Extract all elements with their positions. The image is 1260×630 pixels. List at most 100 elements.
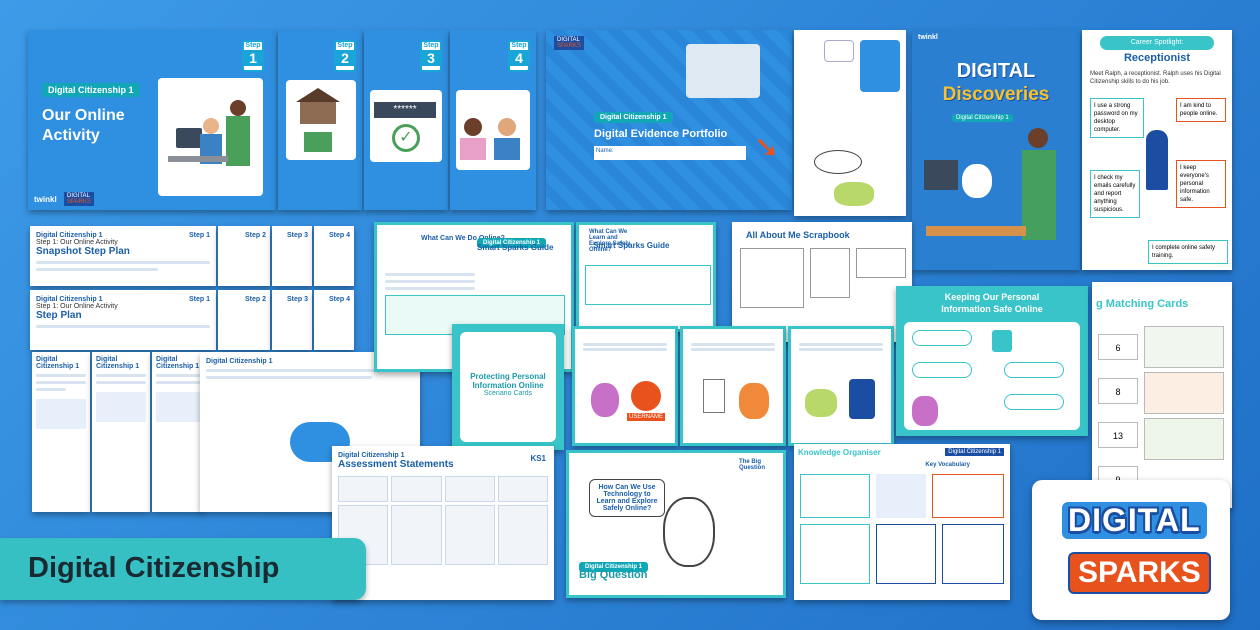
assessment-statements: Digital Citizenship 1 Assessment Stateme… [332,446,554,600]
ko-label: Digital Citizenship 1 [945,448,1004,456]
portfolio-name-field: Name: [594,146,746,160]
robot-character [805,389,837,417]
logo-bottom: SPARKS [1068,552,1211,594]
speech-bubble: I keep everyone's personal information s… [1176,160,1226,208]
user-icon [631,381,661,411]
lock-icon [992,330,1012,352]
career-header: Career Spotlight: [1100,36,1214,50]
scrapbook-title: All About Me Scrapbook [746,230,850,240]
scenario-card [680,326,786,446]
big-question-title: Big Question [579,569,648,581]
lesson-page: Digital Citizenship 1 [152,352,204,512]
assessment-label: Digital Citizenship 1 [338,452,405,459]
career-spotlight: Career Spotlight: Receptionist Meet Ralp… [1082,30,1232,270]
title-banner: Digital Citizenship [0,538,366,600]
scrapbook-frame [810,248,850,298]
discoveries-title-1: DIGITAL [956,60,1036,82]
matching-cards: g Matching Cards 6 8 13 9 [1092,282,1232,508]
discoveries-sub: Digital Citizenship 1 [952,114,1013,122]
matching-title: g Matching Cards [1096,298,1189,310]
slide-title-line1: Our Online [42,107,125,124]
speech-bubble [814,150,862,174]
discoveries-title-2: Discoveries [942,84,1050,105]
tablet-icon [849,379,875,419]
big-question: How Can We Use Technology to Learn and E… [566,450,786,598]
guide-label: Digital Citizenship 1 [477,238,547,248]
portfolio-page [794,30,906,216]
guide-question: What Can We Do Online? [421,235,505,242]
twinkl-logo: twinkl [918,34,938,41]
robot-character [834,182,874,206]
assessment-title: Assessment Statements [338,459,454,470]
portfolio-label: Digital Citizenship 1 [594,112,673,123]
scenario-title: Information Online [472,381,544,390]
scrapbook: All About Me Scrapbook [732,222,912,342]
username-tag: USERNAME [627,413,666,421]
children-illustration [456,90,530,170]
knowledge-organiser: Knowledge Organiser Digital Citizenship … [794,444,1010,600]
plan-tab: Step 1 [188,232,210,239]
keypad-icon [703,379,725,413]
panda-character [962,164,992,198]
computer-illustration [924,160,958,190]
photo-frame [860,40,900,92]
keeping-info-safe: Keeping Our Personal Information Safe On… [896,286,1088,436]
speech-bubble: I use a strong password on my desktop co… [1090,98,1144,138]
portfolio-title: Digital Evidence Portfolio [594,128,728,140]
slide-title-line2: Activity [42,127,100,144]
speech-bubble: I complete online safety training. [1148,240,1228,264]
person-head [1028,128,1048,148]
person-body [1022,150,1056,240]
key-stage: KS1 [530,454,546,463]
scrapbook-frame [740,248,804,308]
keeping-title: Information Safe Online [941,304,1043,314]
big-question-badge: The Big Question [739,459,766,471]
snapshot-step-plan: Step 3 [272,226,312,286]
twinkl-logo: twinkl [34,195,57,204]
photo-frame [824,40,854,62]
step-word: Step [245,42,261,49]
password-illustration: ****** ✓ [370,90,442,162]
match-number: 6 [1098,334,1138,360]
logo-top: DIGITAL [1062,502,1207,539]
guide-question: What Can We Learn and Explore Safely Onl… [589,229,631,253]
step-plan: Digital Citizenship 1 Step 1: Our Online… [30,290,216,350]
step-plan: Step 3 [272,290,312,350]
plan-step: Step 1: Our Online Activity [36,303,118,310]
ko-vocab: Key Vocabulary [925,462,970,468]
banner-title: Digital Citizenship [28,552,280,584]
keeping-title: Keeping Our Personal [944,292,1040,302]
check-icon: ✓ [392,124,420,152]
big-question-label: Digital Citizenship 1 [579,562,649,572]
match-number: 13 [1098,422,1138,448]
smart-sparks-guide-2: What Can We Learn and Explore Safely Onl… [576,222,716,332]
slide-digital-discoveries: twinkl DIGITAL Discoveries Digital Citiz… [912,30,1080,270]
scenario-title: Protecting Personal [470,372,546,381]
plan-title: Step Plan [36,310,82,321]
career-intro: Meet Ralph, a receptionist. Ralph uses h… [1090,71,1221,85]
snapshot-step-plan: Step 2 [218,226,270,286]
question-bubble: How Can We Use Technology to Learn and E… [589,479,665,517]
career-title: Receptionist [1123,52,1190,64]
desk [926,226,1026,236]
step-plan: Step 2 [218,290,270,350]
lesson-page: Digital Citizenship 1 [92,352,150,512]
step-number: 1 [244,50,262,66]
receptionist-figure [1146,130,1168,190]
digital-sparks-logo: DIGITAL SPARKS [1032,480,1230,620]
plan-step: Step 1: Our Online Activity [36,239,118,246]
guide-box [585,265,711,305]
house-illustration [286,80,356,160]
match-number: 8 [1098,378,1138,404]
snapshot-step-plan: Digital Citizenship 1 Step 1: Our Online… [30,226,216,286]
arrow-icon: ➘ [754,131,780,164]
panda-character [663,497,715,567]
